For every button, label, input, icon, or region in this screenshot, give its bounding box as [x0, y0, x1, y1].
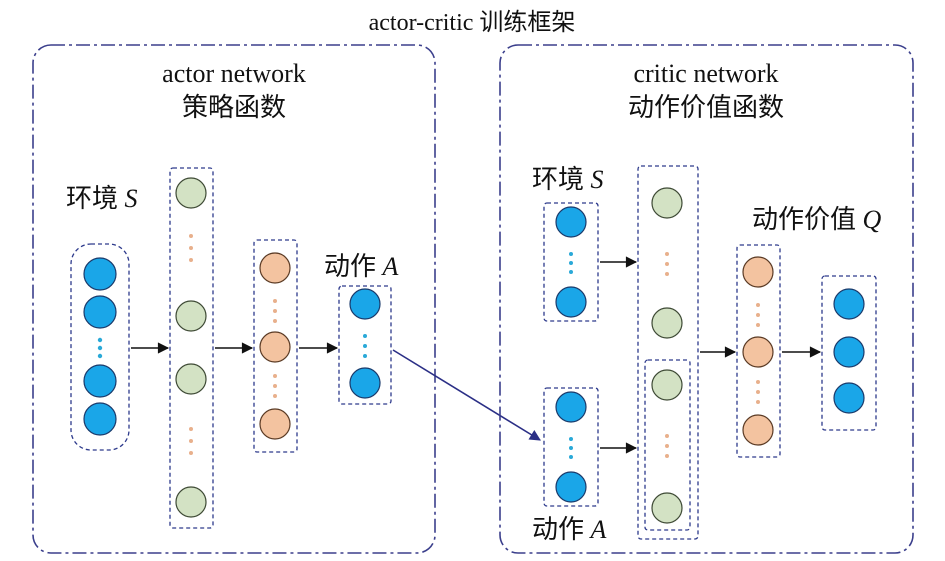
actor-output-label-text: 动作: [324, 252, 383, 281]
actor-output-node: [349, 367, 381, 399]
ellipsis-dot: [189, 439, 193, 443]
actor-output-label: 动作 A: [324, 252, 399, 281]
actor-input-node: [83, 364, 117, 398]
ellipsis-dot: [665, 262, 669, 266]
ellipsis-dot: [189, 258, 193, 262]
actor-hidden2-node: [259, 408, 291, 440]
actor-output-layer: [338, 285, 392, 405]
ellipsis-dot: [273, 319, 277, 323]
critic-action-node: [555, 471, 587, 503]
critic-hidden1-node: [651, 492, 683, 524]
actor-input-node: [83, 402, 117, 436]
actor-input-label: 环境 S: [66, 184, 138, 213]
ellipsis-dot: [756, 380, 760, 384]
critic-hidden1-node: [651, 369, 683, 401]
ellipsis-dot: [569, 437, 573, 441]
ellipsis-dot: [756, 323, 760, 327]
actor-output-symbol: A: [381, 252, 399, 281]
critic-subheading: 动作价值函数: [628, 93, 784, 122]
critic-state-node: [555, 206, 587, 238]
actor-input-node: [83, 295, 117, 329]
critic-value-label: 动作价值 Q: [752, 205, 882, 234]
actor-hidden2-node: [259, 252, 291, 284]
arrow-action-to-critic: [392, 349, 541, 441]
actor-output-node: [349, 288, 381, 320]
ellipsis-dot: [569, 446, 573, 450]
ellipsis-dot: [569, 455, 573, 459]
critic-action-symbol: A: [589, 515, 607, 544]
critic-state-label-text: 环境: [532, 165, 591, 194]
critic-hidden2-node: [742, 256, 774, 288]
critic-value-label-text: 动作价值: [752, 205, 863, 234]
critic-hidden-layer-1: [637, 165, 699, 540]
ellipsis-dot: [569, 252, 573, 256]
ellipsis-dot: [273, 384, 277, 388]
critic-state-node: [555, 286, 587, 318]
actor-hidden1-node: [175, 300, 207, 332]
ellipsis-dot: [189, 427, 193, 431]
ellipsis-dot: [97, 353, 103, 359]
critic-state-symbol: S: [591, 165, 604, 194]
actor-hidden-layer-1: [169, 167, 214, 529]
actor-hidden2-node: [259, 331, 291, 363]
ellipsis-dot: [756, 400, 760, 404]
actor-input-label-text: 环境: [66, 184, 125, 213]
ellipsis-dot: [756, 390, 760, 394]
actor-input-layer: [70, 243, 130, 451]
critic-hidden1-node: [651, 307, 683, 339]
ellipsis-dot: [665, 454, 669, 458]
critic-hidden2-node: [742, 414, 774, 446]
critic-action-layer: [543, 387, 599, 507]
ellipsis-dot: [273, 309, 277, 313]
ellipsis-dot: [273, 299, 277, 303]
critic-value-symbol: Q: [863, 205, 882, 234]
ellipsis-dot: [665, 444, 669, 448]
ellipsis-dot: [756, 303, 760, 307]
actor-heading: actor network: [162, 59, 306, 88]
critic-state-label: 环境 S: [532, 165, 604, 194]
critic-output-layer: [821, 275, 877, 431]
critic-action-label: 动作 A: [532, 515, 607, 544]
critic-output-node: [833, 382, 865, 414]
actor-input-symbol: S: [125, 184, 138, 213]
ellipsis-dot: [273, 394, 277, 398]
actor-input-node: [83, 257, 117, 291]
critic-action-label-text: 动作: [532, 515, 591, 544]
ellipsis-dot: [665, 252, 669, 256]
critic-hidden2-node: [742, 336, 774, 368]
critic-output-node: [833, 336, 865, 368]
actor-hidden1-node: [175, 177, 207, 209]
critic-action-node: [555, 391, 587, 423]
ellipsis-dot: [189, 234, 193, 238]
ellipsis-dot: [363, 344, 367, 348]
ellipsis-dot: [569, 270, 573, 274]
ellipsis-dot: [665, 272, 669, 276]
critic-network-frame: [499, 44, 914, 554]
ellipsis-dot: [756, 313, 760, 317]
ellipsis-dot: [97, 345, 103, 351]
actor-hidden1-node: [175, 363, 207, 395]
diagram-title: actor-critic 训练框架: [369, 9, 576, 36]
ellipsis-dot: [273, 374, 277, 378]
critic-output-node: [833, 288, 865, 320]
critic-heading: critic network: [633, 59, 778, 88]
ellipsis-dot: [189, 451, 193, 455]
ellipsis-dot: [363, 354, 367, 358]
ellipsis-dot: [665, 434, 669, 438]
actor-subheading: 策略函数: [182, 93, 286, 122]
critic-hidden-sublayer: [644, 359, 691, 531]
critic-hidden1-node: [651, 187, 683, 219]
ellipsis-dot: [97, 337, 103, 343]
ellipsis-dot: [569, 261, 573, 265]
critic-state-layer: [543, 202, 599, 322]
actor-network-frame: [32, 44, 436, 554]
actor-hidden1-node: [175, 486, 207, 518]
ellipsis-dot: [189, 246, 193, 250]
ellipsis-dot: [363, 334, 367, 338]
